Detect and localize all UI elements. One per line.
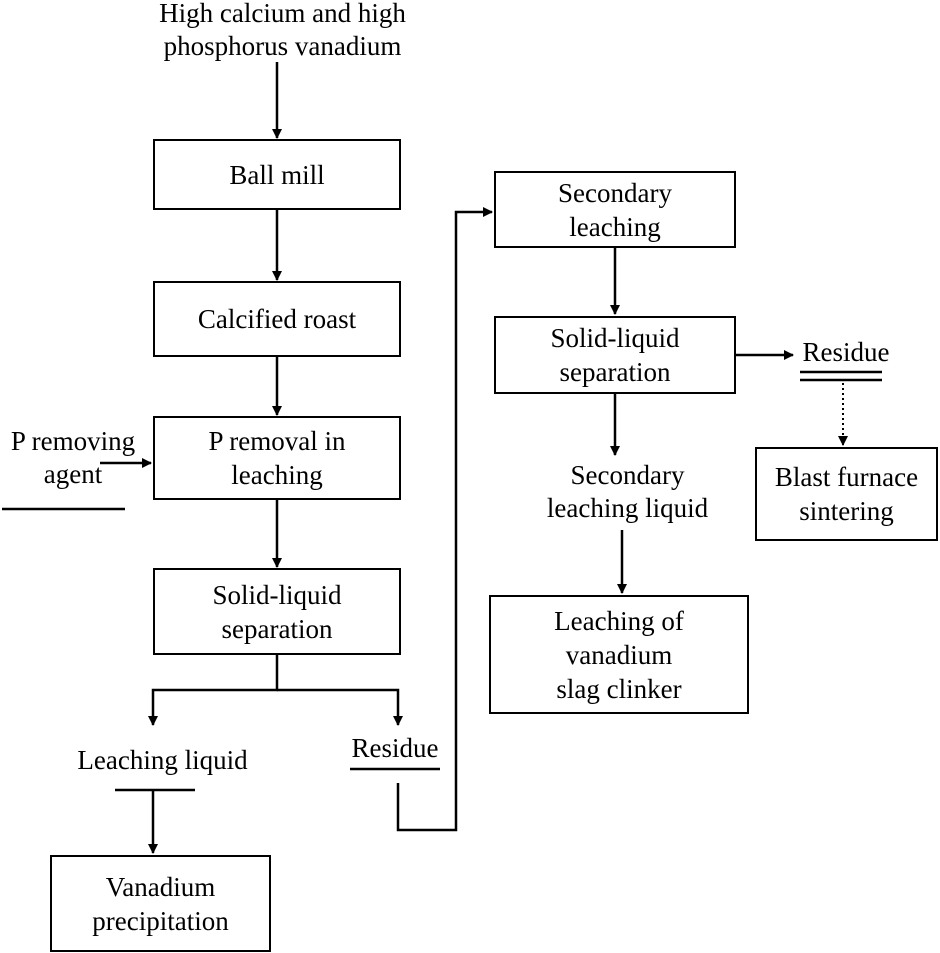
- arrow-residue-to-secondary-leaching: [396, 207, 493, 832]
- leaching-liquid-label: Leaching liquid: [77, 745, 248, 775]
- secondary-leaching-box: Secondary leaching: [494, 171, 736, 248]
- blast-furnace-box: Blast furnace sintering: [755, 447, 938, 541]
- p-removal-box: P removal in leaching: [153, 416, 401, 500]
- residue-label-right: Residue: [802, 337, 890, 367]
- vanadium-precipitation-box: Vanadium precipitation: [50, 855, 271, 952]
- source-label: High calcium and high phosphorus vanadiu…: [159, 0, 406, 61]
- calcified-roast-box: Calcified roast: [153, 281, 401, 357]
- secondary-leaching-liquid-label: Secondary leaching liquid: [546, 460, 709, 523]
- solid-liquid-separation-box-middle: Solid-liquid separation: [494, 316, 736, 394]
- residue-label-left: Residue: [351, 733, 439, 763]
- ball-mill-box: Ball mill: [153, 139, 401, 210]
- solid-liquid-separation-box-left: Solid-liquid separation: [153, 568, 401, 655]
- leaching-clinker-box: Leaching of vanadium slag clinker: [489, 595, 749, 714]
- split-connector-right: [277, 688, 403, 726]
- split-connector: [148, 655, 279, 726]
- p-removing-agent-label: P removing agent: [10, 426, 136, 489]
